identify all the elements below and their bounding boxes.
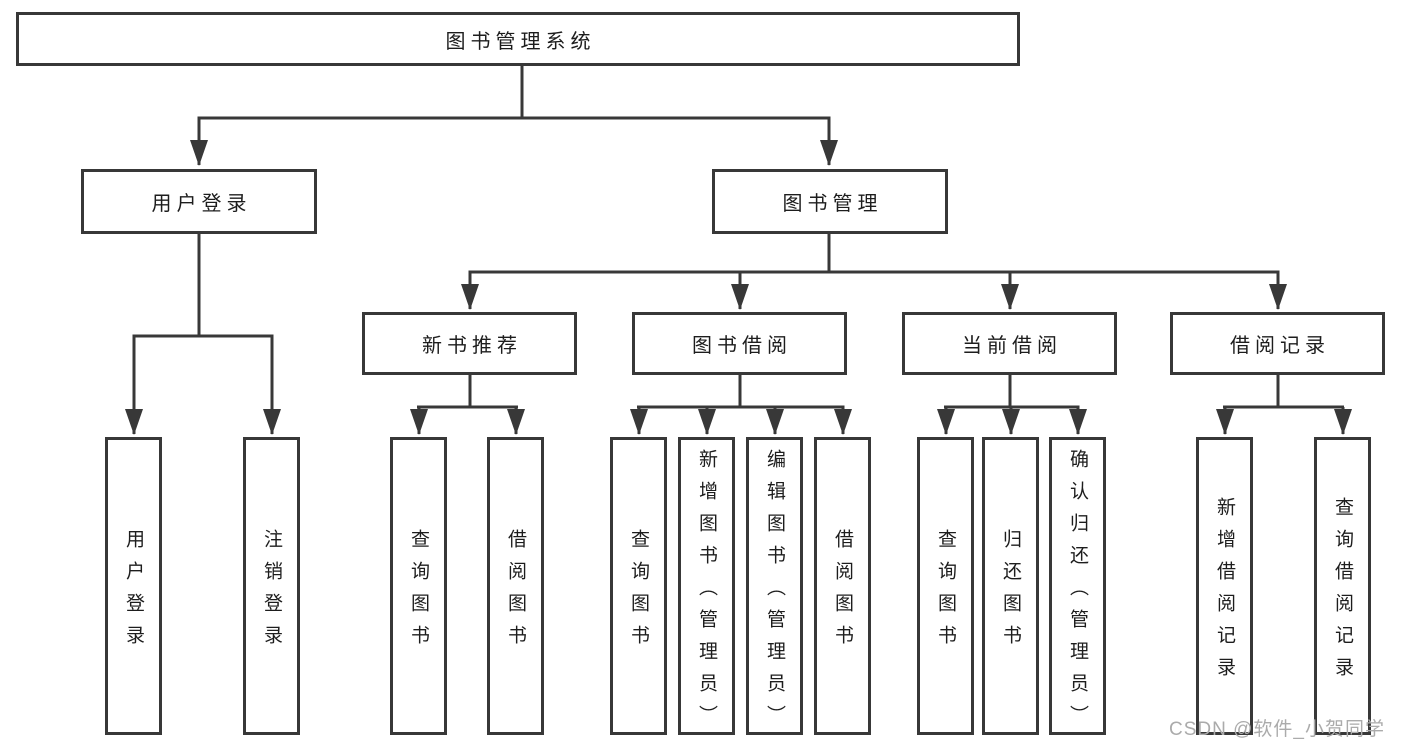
leaf-label: 注销登录	[261, 528, 282, 657]
leaf-logout: 注销登录	[243, 437, 300, 735]
leaf-label: 新增图书（管理员）	[696, 448, 717, 737]
leaf-label: 借阅图书	[832, 528, 853, 657]
node-new-book-recommendation: 新书推荐	[362, 312, 577, 375]
leaf-label: 借阅图书	[505, 528, 526, 657]
leaf-return-books: 归还图书	[982, 437, 1039, 735]
leaf-user-login: 用户登录	[105, 437, 162, 735]
node-current-borrowing: 当前借阅	[902, 312, 1117, 375]
node-book-management-branch: 图书管理	[712, 169, 948, 234]
csdn-watermark: CSDN @软件_小贺同学	[1169, 719, 1385, 740]
leaf-query-books-3: 查询图书	[917, 437, 974, 735]
leaf-edit-books-admin: 编辑图书（管理员）	[746, 437, 803, 737]
leaf-add-borrow-record: 新增借阅记录	[1196, 437, 1253, 735]
node-label: 借阅记录	[1230, 335, 1330, 357]
node-book-borrowing: 图书借阅	[632, 312, 847, 375]
leaf-label: 查询图书	[628, 528, 649, 657]
node-library-management-system: 图书管理系统	[16, 12, 1020, 66]
leaf-label: 查询图书	[935, 528, 956, 657]
node-label: 图书管理	[782, 193, 883, 215]
node-label: 用户登录	[151, 193, 252, 215]
leaf-confirm-return-admin: 确认归还（管理员）	[1049, 437, 1106, 737]
leaf-label: 新增借阅记录	[1214, 496, 1235, 689]
leaf-label: 归还图书	[1000, 528, 1021, 657]
node-borrowing-records: 借阅记录	[1170, 312, 1385, 375]
leaf-borrow-books-1: 借阅图书	[487, 437, 544, 735]
leaf-label: 编辑图书（管理员）	[764, 448, 785, 737]
node-label: 图书借阅	[692, 335, 792, 357]
leaf-label: 查询图书	[408, 528, 429, 657]
leaf-label: 用户登录	[123, 528, 144, 657]
leaf-label: 查询借阅记录	[1332, 496, 1353, 689]
leaf-query-borrow-record: 查询借阅记录	[1314, 437, 1371, 735]
node-label: 新书推荐	[422, 335, 522, 357]
leaf-add-books-admin: 新增图书（管理员）	[678, 437, 735, 737]
leaf-query-books-2: 查询图书	[610, 437, 667, 735]
leaf-label: 确认归还（管理员）	[1067, 448, 1088, 737]
leaf-borrow-books-2: 借阅图书	[814, 437, 871, 735]
node-label: 当前借阅	[962, 335, 1062, 357]
node-label: 图书管理系统	[445, 30, 596, 53]
leaf-query-books-1: 查询图书	[390, 437, 447, 735]
node-user-login-branch: 用户登录	[81, 169, 317, 234]
